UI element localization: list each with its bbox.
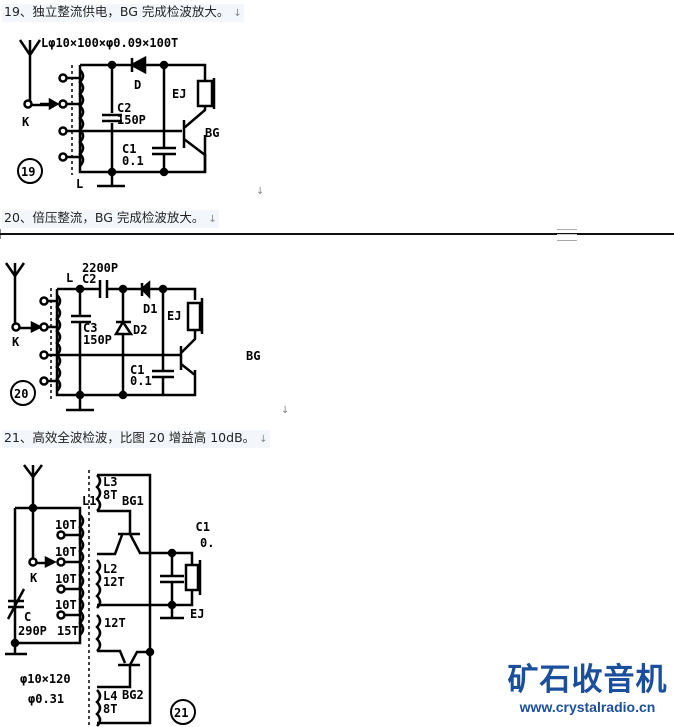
circuit-label: EJ xyxy=(167,309,181,323)
figure-number-badge xyxy=(17,158,43,184)
circuit-label: 8T xyxy=(103,702,117,716)
circuit-label: 0.1 xyxy=(122,154,144,168)
variable-capacitor-icon xyxy=(6,588,26,620)
circuit-label: 0.1 xyxy=(130,374,152,388)
transistor-icon xyxy=(182,106,207,172)
circuit-label: K xyxy=(30,571,38,585)
circuit-label: φ10×120 xyxy=(20,672,71,686)
paragraph-mark: ↓ xyxy=(281,405,290,416)
coil-l2-icon xyxy=(95,559,102,609)
circuit-label: BG1 xyxy=(122,494,144,508)
circuit-label: 10T xyxy=(55,598,77,612)
circuit-label: 10T xyxy=(55,518,77,532)
circuit-label: L4 xyxy=(103,689,117,703)
circuit-label: L2 xyxy=(103,562,117,576)
capacitor-c2 xyxy=(98,280,109,298)
tap-terminals xyxy=(58,73,80,162)
section-20-heading: 20、倍压整流，BG 完成检波放大。↓ xyxy=(2,210,219,228)
circuit-label: 12T xyxy=(103,575,125,589)
tap-terminals xyxy=(39,296,57,386)
antenna-icon xyxy=(23,464,50,565)
capacitor-c1 xyxy=(152,289,174,395)
ground-icon xyxy=(66,395,94,412)
circuit-label: L3 xyxy=(103,475,117,489)
coil-icon xyxy=(55,294,62,392)
tap-terminals xyxy=(56,530,80,620)
coil-l2b-icon xyxy=(95,614,102,652)
paragraph-mark: ↓ xyxy=(256,186,265,197)
page-divider-line xyxy=(0,233,674,235)
section-19-heading: 19、独立整流供电，BG 完成检波放大。↓ xyxy=(2,4,244,22)
capacitor-c3 xyxy=(71,289,91,395)
figure-number-badge xyxy=(170,699,196,725)
circuit-label: C2 xyxy=(117,101,131,115)
circuit-label: D xyxy=(134,78,141,92)
crystalradio-logo: 矿石收音机 www.crystalradio.cn xyxy=(505,662,670,716)
circuit-label: φ0.31 xyxy=(28,692,64,706)
circuit-label: C1 xyxy=(122,142,136,156)
circuit-label: BG2 xyxy=(122,688,144,702)
logo-name: 矿石收音机 xyxy=(507,662,668,698)
circuit-label: C3 xyxy=(83,321,97,335)
circuit-label: 10T xyxy=(55,545,77,559)
circuit-label: K xyxy=(22,115,30,129)
circuit-label: Lφ10×100×φ0.09×100T xyxy=(41,36,178,50)
section-21-heading: 21、高效全波检波，比图 20 增益高 10dB。↓ xyxy=(2,430,270,448)
circuit-label: K xyxy=(12,335,20,349)
earphone-icon xyxy=(186,301,202,332)
full-wave-wiring xyxy=(97,473,172,725)
logo-url: www.crystalradio.cn xyxy=(519,699,656,715)
circuit-label: 21 xyxy=(174,706,188,720)
circuit-label: D2 xyxy=(133,323,147,337)
table-move-handle-icon[interactable] xyxy=(557,229,577,241)
circuit-label: 2200P xyxy=(82,261,118,275)
circuit-label: 150P xyxy=(117,113,146,127)
circuit-label: 8T xyxy=(103,488,117,502)
circuit-label: 150P xyxy=(83,333,112,347)
earphone-icon xyxy=(184,563,200,592)
circuit-label: EJ xyxy=(172,87,186,101)
circuit-label: 20 xyxy=(14,387,28,401)
diode-d1 xyxy=(140,280,151,300)
capacitor-c1 xyxy=(160,553,184,620)
transistor-icon xyxy=(179,330,197,376)
diode-d xyxy=(129,55,147,75)
capacitor-c1 xyxy=(152,65,176,172)
circuit-label: EJ xyxy=(190,607,204,621)
circuit-diagram-20: L 2200P C2 D1 D2 EJ C3 150P C1 0.1 BG K … xyxy=(4,261,260,412)
circuit-label: L xyxy=(66,271,73,285)
circuit-label: C xyxy=(24,610,31,624)
ground-icon xyxy=(97,172,125,188)
coil-icon xyxy=(78,69,85,167)
capacitor-c2 xyxy=(102,65,122,172)
circuit-label: 12T xyxy=(104,616,126,630)
circuit-label: D1 xyxy=(143,302,157,316)
coil-l1-icon xyxy=(78,514,85,636)
circuit-label: BG xyxy=(246,349,260,363)
circuit-label: 19 xyxy=(21,165,35,179)
circuit-label: 10T xyxy=(55,572,77,586)
circuit-label: 15T xyxy=(57,624,79,638)
earphone-icon xyxy=(196,79,214,108)
coil-l3-icon xyxy=(95,474,102,512)
figure-number-badge xyxy=(10,380,36,406)
circuit-label: C1 xyxy=(196,520,210,534)
circuit-label: 0.01μ xyxy=(200,536,215,550)
circuit-label: BG xyxy=(205,126,219,140)
diode-d2 xyxy=(113,289,134,395)
circuit-label: C2 xyxy=(82,272,96,286)
circuit-diagram-19: Lφ10×100×φ0.09×100T D EJ BG C2 150P C1 0… xyxy=(17,36,219,191)
coil-l4-icon xyxy=(95,689,102,727)
circuit-label: C1 xyxy=(130,363,144,377)
circuit-diagram-21: L1 10T 10T 10T 10T 15T K C 290P φ10×120 … xyxy=(5,464,215,727)
antenna-icon xyxy=(4,262,38,330)
circuit-label: L xyxy=(76,177,83,191)
circuit-label: 290P xyxy=(18,624,47,638)
